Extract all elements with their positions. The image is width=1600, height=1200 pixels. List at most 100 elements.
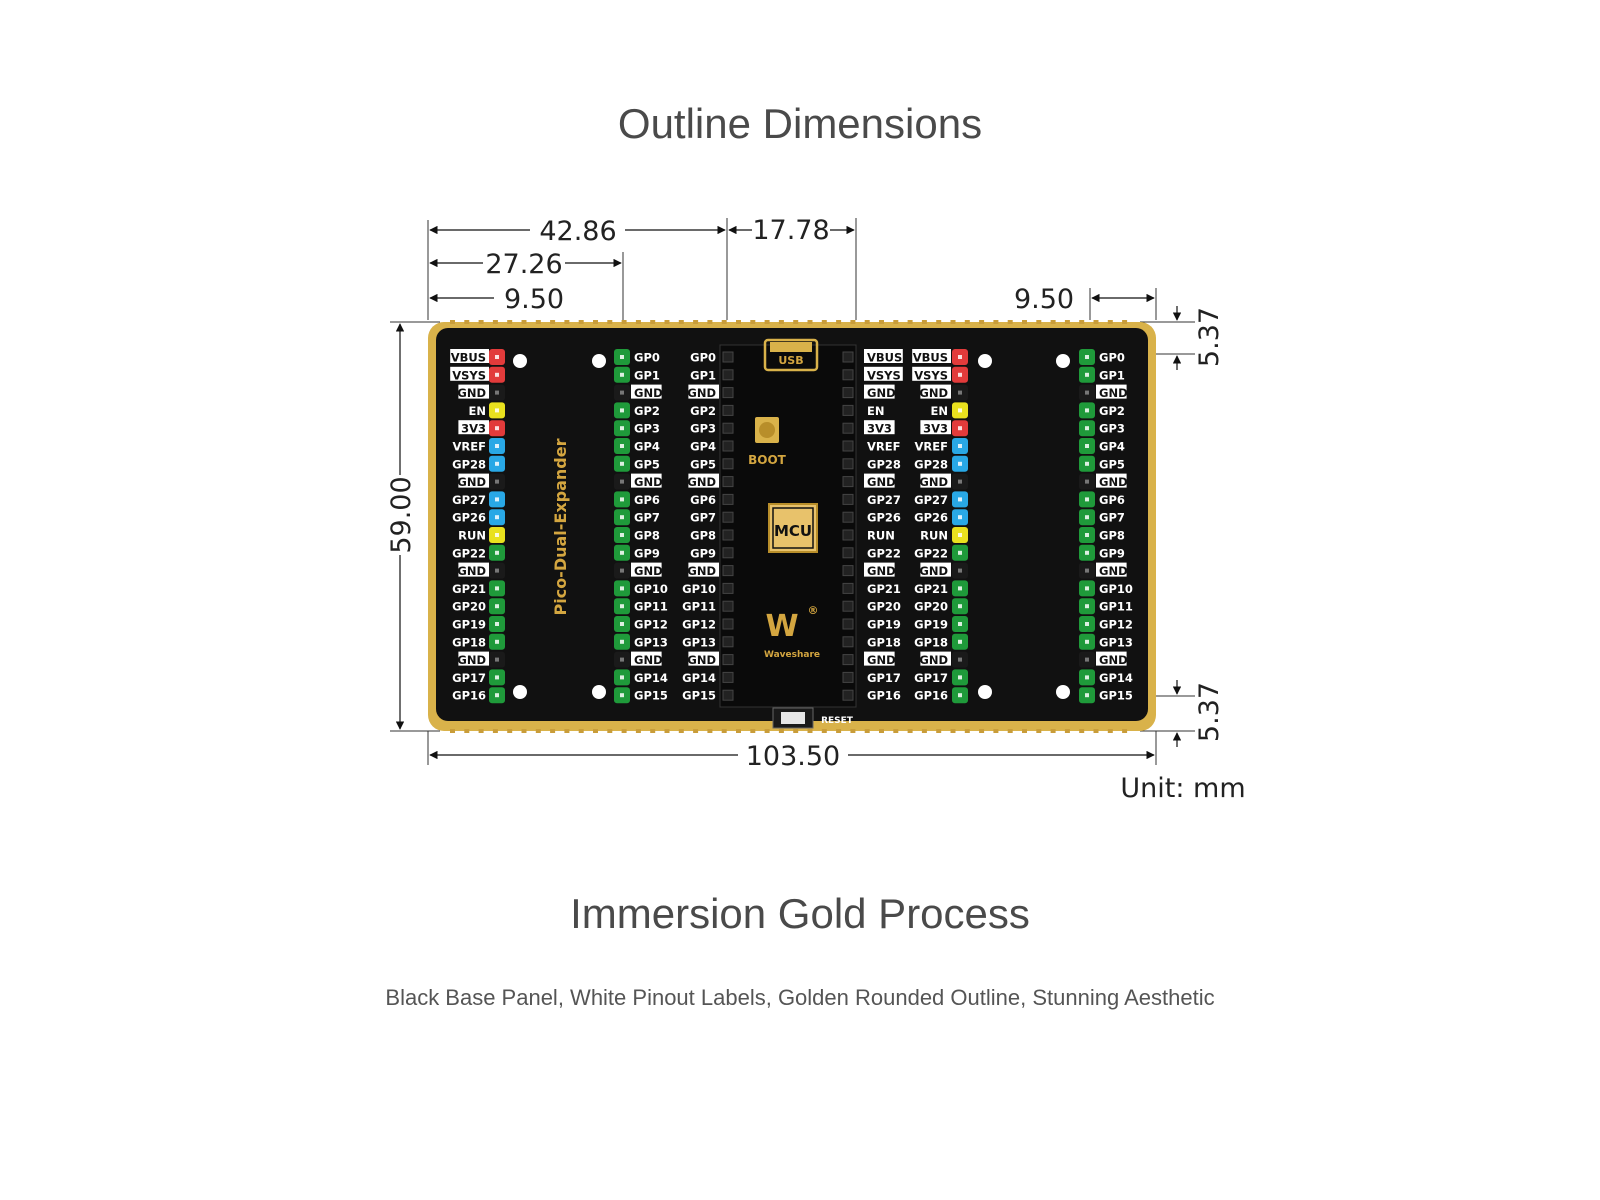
- pin-label: GND: [634, 564, 663, 578]
- pin-label: GP13: [634, 635, 668, 649]
- pin-header-hole: [620, 408, 624, 413]
- pin-label: GP14: [1099, 671, 1133, 685]
- pin-header-hole: [495, 639, 499, 644]
- pin-label: GND: [1099, 564, 1128, 578]
- edge-pad: [578, 320, 584, 324]
- pin-header-hole: [958, 426, 962, 431]
- pin-header-hole: [620, 461, 624, 466]
- pin-header-hole: [1085, 515, 1089, 520]
- pin-label: GP9: [1099, 546, 1125, 560]
- socket-pin: [722, 387, 734, 399]
- pin-label-highlight: [631, 384, 662, 399]
- pin-label: GP1: [690, 368, 716, 382]
- pin-label: GND: [634, 475, 663, 489]
- edge-pad: [793, 729, 799, 733]
- edge-pad: [707, 729, 713, 733]
- socket-pin: [722, 582, 734, 594]
- page-title: Outline Dimensions: [617, 100, 983, 147]
- edge-pad: [1022, 320, 1027, 324]
- pin-label-highlight: [688, 384, 719, 399]
- pin-header-hole: [495, 568, 499, 573]
- edge-pad: [593, 729, 598, 733]
- dim-top-c: 27.26: [485, 249, 562, 280]
- edge-pads: [450, 320, 1128, 733]
- pin-header-hole: [620, 479, 624, 484]
- pin-label: GND: [867, 475, 896, 489]
- edge-pad: [635, 729, 641, 733]
- pin-label: GP26: [914, 511, 948, 525]
- pin-label-highlight: [1096, 384, 1127, 399]
- pin-label: 3V3: [867, 422, 892, 436]
- pin-header-hole: [1085, 497, 1089, 502]
- pin-label: VSYS: [867, 368, 901, 382]
- edge-pad: [1093, 729, 1099, 733]
- pin-label-highlight: [458, 473, 489, 488]
- edge-pad: [907, 729, 913, 733]
- edge-pad: [1064, 729, 1070, 733]
- pin-label: GP10: [1099, 582, 1133, 596]
- edge-pad: [950, 320, 956, 324]
- socket-pin: [722, 493, 734, 505]
- edge-pad: [535, 320, 541, 324]
- pin-label: GND: [867, 386, 896, 400]
- pin-header-hole: [1085, 390, 1089, 395]
- pin-label: GP11: [1099, 600, 1133, 614]
- pin-label-highlight: [1096, 473, 1127, 488]
- pin-label: GP11: [634, 600, 668, 614]
- unit-label: Unit: mm: [1120, 773, 1245, 804]
- edge-pad: [578, 729, 584, 733]
- pin-label: GP3: [690, 422, 716, 436]
- pin-label: GND: [457, 653, 486, 667]
- pin-label-highlight: [864, 349, 903, 363]
- pin-label: GND: [1099, 653, 1128, 667]
- pin-label: GND: [919, 564, 948, 578]
- pin-header-hole: [495, 586, 499, 591]
- edge-pad: [607, 729, 613, 733]
- pin-header-hole: [958, 639, 962, 644]
- edge-pad: [707, 320, 713, 324]
- pin-header-hole: [958, 693, 962, 698]
- pin-label-highlight: [1096, 562, 1127, 577]
- pin-label: GP12: [634, 618, 668, 632]
- socket-pin: [842, 547, 854, 559]
- socket-pin: [842, 440, 854, 452]
- pin-label: GP20: [914, 600, 948, 614]
- edge-pad: [993, 320, 999, 324]
- pin-header-hole: [495, 604, 499, 609]
- pin-label: GND: [634, 386, 663, 400]
- socket-pin: [722, 404, 734, 416]
- edge-pad: [678, 729, 684, 733]
- pin-header-hole: [958, 604, 962, 609]
- edge-pad: [693, 320, 699, 324]
- pin-label: VREF: [867, 440, 900, 454]
- pin-header-hole: [495, 550, 499, 555]
- edge-pad: [521, 729, 527, 733]
- pin-header-hole: [495, 444, 499, 448]
- socket-pin: [722, 369, 734, 381]
- pin-header-hole: [1085, 372, 1089, 377]
- dim-right-bottom: 5.37: [1194, 682, 1225, 742]
- pin-label: GP15: [1099, 689, 1133, 703]
- board-name: Pico-Dual-Expander: [551, 438, 570, 615]
- pin-label: GP0: [1099, 351, 1125, 365]
- pin-header-hole: [958, 372, 962, 377]
- pin-label: GP19: [452, 618, 486, 632]
- pin-label-highlight: [450, 349, 489, 363]
- pin-header-hole: [495, 657, 499, 662]
- reset-button: RESET: [772, 707, 854, 729]
- pin-label: GP3: [634, 422, 660, 436]
- pin-label: GP26: [867, 511, 901, 525]
- edge-pad: [1107, 320, 1113, 324]
- pin-header-hole: [620, 355, 624, 359]
- edge-pad: [1007, 729, 1013, 733]
- edge-pad: [836, 320, 842, 324]
- pin-label: GND: [867, 653, 896, 667]
- pin-header-hole: [958, 550, 962, 555]
- edge-pad: [507, 729, 513, 733]
- edge-pad: [1064, 320, 1070, 324]
- pin-label: GND: [867, 564, 896, 578]
- edge-pad: [821, 729, 827, 733]
- socket-pin: [722, 600, 734, 612]
- pin-label: GP6: [634, 493, 660, 507]
